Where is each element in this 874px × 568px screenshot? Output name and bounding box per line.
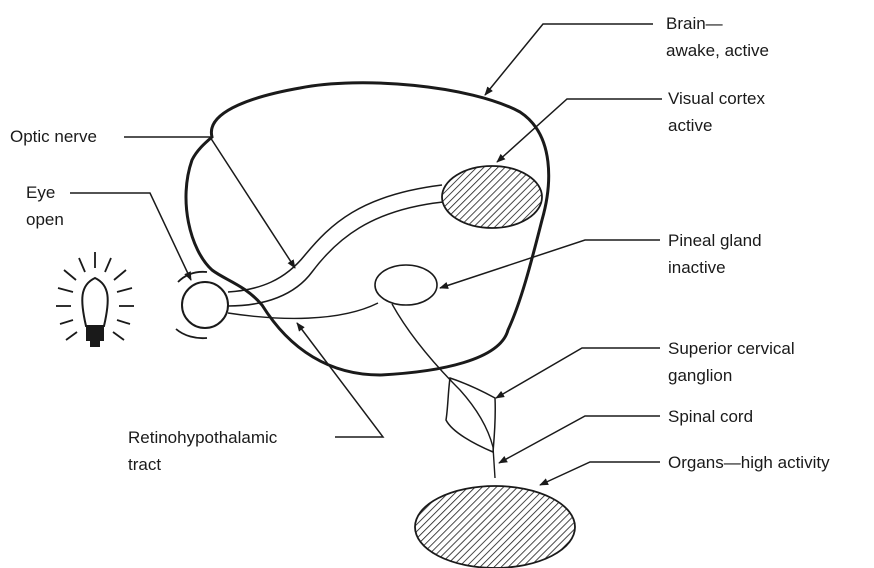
spinal-cord-label: Spinal cord	[668, 403, 753, 430]
spinal-cord-leader	[499, 416, 660, 463]
brain-label: Brain— awake, active	[666, 10, 769, 64]
pineal-gland-label: Pineal gland inactive	[668, 227, 762, 281]
organs-label: Organs—high activity	[668, 449, 830, 476]
superior-cervical-ganglion-label-line2: ganglion	[668, 362, 795, 389]
eye-label-line2: open	[26, 206, 64, 233]
pineal-nerve	[392, 304, 495, 478]
brain-leader	[485, 24, 653, 95]
visual-cortex-label: Visual cortex active	[668, 85, 765, 139]
pineal-gland	[375, 265, 437, 305]
brain-label-line1: Brain—	[666, 10, 769, 37]
brain-outline	[186, 83, 549, 375]
pineal-gland-leader	[440, 240, 660, 288]
eye-icon	[176, 272, 228, 338]
spinal-cord-label-line1: Spinal cord	[668, 403, 753, 430]
eye-leader	[70, 193, 191, 280]
superior-cervical-ganglion-label: Superior cervical ganglion	[668, 335, 795, 389]
optic-nerve-label-line1: Optic nerve	[10, 123, 97, 150]
organs-label-line1: Organs—high activity	[668, 449, 830, 476]
brain-label-line2: awake, active	[666, 37, 769, 64]
optic-nerve-label: Optic nerve	[10, 123, 97, 150]
retinohypothalamic-tract-label-line2: tract	[128, 451, 277, 478]
superior-cervical-ganglion-label-line1: Superior cervical	[668, 335, 795, 362]
organs-leader	[540, 462, 660, 485]
eye-label: Eye open	[26, 179, 64, 233]
retinohypothalamic-tract-label-line1: Retinohypothalamic	[128, 424, 277, 451]
superior-cervical-ganglion-leader	[496, 348, 660, 398]
optic-nerve-leader	[124, 137, 295, 268]
retinohypothalamic-tract-leader	[297, 323, 383, 437]
visual-cortex-label-line1: Visual cortex	[668, 85, 765, 112]
visual-cortex-leader	[497, 99, 662, 162]
light-bulb-icon	[56, 252, 134, 347]
superior-cervical-ganglion	[446, 378, 495, 452]
organs	[415, 486, 575, 568]
eye-label-line1: Eye	[26, 179, 64, 206]
visual-cortex-label-line2: active	[668, 112, 765, 139]
pineal-gland-label-line1: Pineal gland	[668, 227, 762, 254]
pineal-gland-label-line2: inactive	[668, 254, 762, 281]
retinohypothalamic-tract-label: Retinohypothalamic tract	[128, 424, 277, 478]
visual-cortex	[442, 166, 542, 228]
